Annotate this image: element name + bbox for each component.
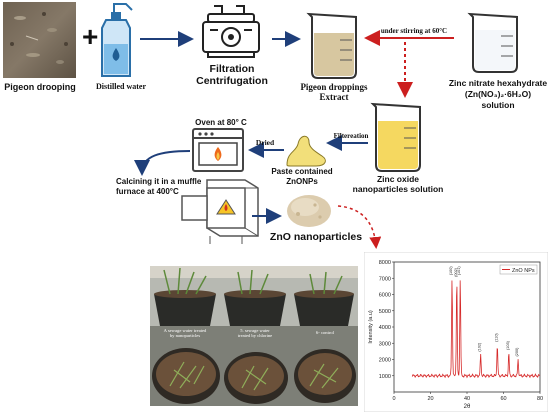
zinc-nitrate-line1: Zinc nitrate hexahydrate bbox=[448, 78, 548, 88]
zno-solution-line1: Zinc oxide bbox=[376, 174, 420, 184]
peak-label: (200) bbox=[515, 347, 519, 357]
x-tick-label: 40 bbox=[464, 396, 470, 402]
beaker-icon bbox=[370, 102, 421, 172]
zinc-nitrate-line2: (Zn(NO₃)₂·6H₂O) bbox=[464, 89, 532, 99]
pot2-line1: 5. sewage water bbox=[240, 328, 270, 333]
y-tick-label: 8000 bbox=[379, 260, 391, 266]
paste-label: Paste contained ZnONPs bbox=[266, 167, 338, 187]
zno-np-label: ZnO nanoparticles bbox=[269, 231, 363, 243]
y-tick-label: 2000 bbox=[379, 358, 391, 364]
peak-label: (110) bbox=[494, 333, 498, 342]
distilled-water-label: Distilled water bbox=[96, 82, 146, 91]
pigeon-extract-label: Pigeon droppings Extract bbox=[284, 82, 384, 102]
zno-solution-label: Zinc oxide nanoparticles solution bbox=[346, 174, 450, 194]
peak-label: (102) bbox=[478, 342, 482, 352]
y-axis-label: Intensity (a.u) bbox=[368, 310, 374, 343]
plant-photo-graphic bbox=[150, 266, 358, 406]
under-stirring-label: under stirring at 60°C bbox=[380, 27, 448, 35]
dried-label: Dried bbox=[255, 138, 275, 147]
y-tick-label: 3000 bbox=[379, 341, 391, 347]
pot3-label: 6- control bbox=[316, 330, 334, 335]
legend-box bbox=[499, 264, 538, 275]
powder-icon bbox=[286, 135, 326, 167]
x-tick-label: 80 bbox=[537, 396, 543, 402]
pigeon-extract-line2: Extract bbox=[319, 92, 349, 102]
pot1-line2: by nanoparticles bbox=[169, 333, 201, 339]
pot2-label: 5. sewage water treated by chlorine bbox=[226, 328, 284, 339]
pigeon-dropping-photo bbox=[3, 2, 76, 78]
calcining-label: Calcining it in a muffle furnace at 400°… bbox=[116, 177, 206, 197]
y-tick-label: 7000 bbox=[379, 276, 391, 282]
pot1-label: A sewage water treated by nanoparticles bbox=[154, 328, 216, 339]
beaker-icon bbox=[467, 12, 518, 73]
oven-icon bbox=[192, 128, 244, 172]
muffle-furnace-icon bbox=[181, 179, 259, 244]
y-tick-label: 5000 bbox=[379, 309, 391, 315]
oven-label: Oven at 80° C bbox=[195, 118, 247, 127]
x-tick-label: 20 bbox=[427, 396, 433, 402]
x-tick-label: 0 bbox=[392, 396, 395, 402]
legend-label: ZnO NPs bbox=[512, 268, 535, 274]
x-tick-label: 60 bbox=[500, 396, 506, 402]
y-tick-label: 1000 bbox=[379, 374, 391, 380]
peak-label: (100) bbox=[449, 266, 453, 276]
plant-photo: A sewage water treated by nanoparticles … bbox=[150, 266, 358, 406]
plus-sign: + bbox=[82, 21, 99, 52]
calcining-line2: furnace at 400°C bbox=[116, 187, 179, 196]
paste-line2: ZnONPs bbox=[286, 177, 318, 186]
zinc-nitrate-line3: solution bbox=[481, 100, 515, 110]
pigeon-extract-line1: Pigeon droppings bbox=[300, 82, 368, 92]
beaker-icon bbox=[306, 12, 357, 79]
series-line bbox=[411, 280, 541, 379]
peak-label: (101) bbox=[457, 266, 461, 276]
filtration-label: Filtration Centrifugation bbox=[194, 63, 270, 87]
pot1-line1: A sewage water treated bbox=[163, 328, 207, 333]
y-tick-label: 4000 bbox=[379, 325, 391, 331]
zno-solution-line2: nanoparticles solution bbox=[352, 184, 444, 194]
powder-icon bbox=[287, 195, 331, 227]
peak-label: (002) bbox=[454, 267, 458, 277]
y-tick-label: 6000 bbox=[379, 293, 391, 299]
paste-line1: Paste contained bbox=[271, 167, 333, 176]
zinc-nitrate-label: Zinc nitrate hexahydrate (Zn(NO₃)₂·6H₂O)… bbox=[448, 78, 548, 111]
pot2-line2: treated by chlorine bbox=[237, 333, 273, 339]
water-bottle-icon bbox=[101, 3, 133, 77]
centrifugation-text: Centrifugation bbox=[196, 75, 268, 87]
x-axis-label: 2θ bbox=[464, 404, 471, 410]
filtration-text: Filtration bbox=[209, 63, 255, 75]
peak-label: (103) bbox=[506, 340, 510, 350]
filtration-machine-icon bbox=[202, 5, 260, 58]
calcining-line1: Calcining it in a muffle bbox=[116, 177, 202, 186]
pigeon-drooping-label: Pigeon drooping bbox=[4, 82, 76, 92]
filtration2-label: Filtereation bbox=[333, 132, 369, 140]
xrd-chart: 0 20 40 60 80 1000 2000 3000 4000 5000 6000 7000 800… bbox=[364, 252, 548, 412]
